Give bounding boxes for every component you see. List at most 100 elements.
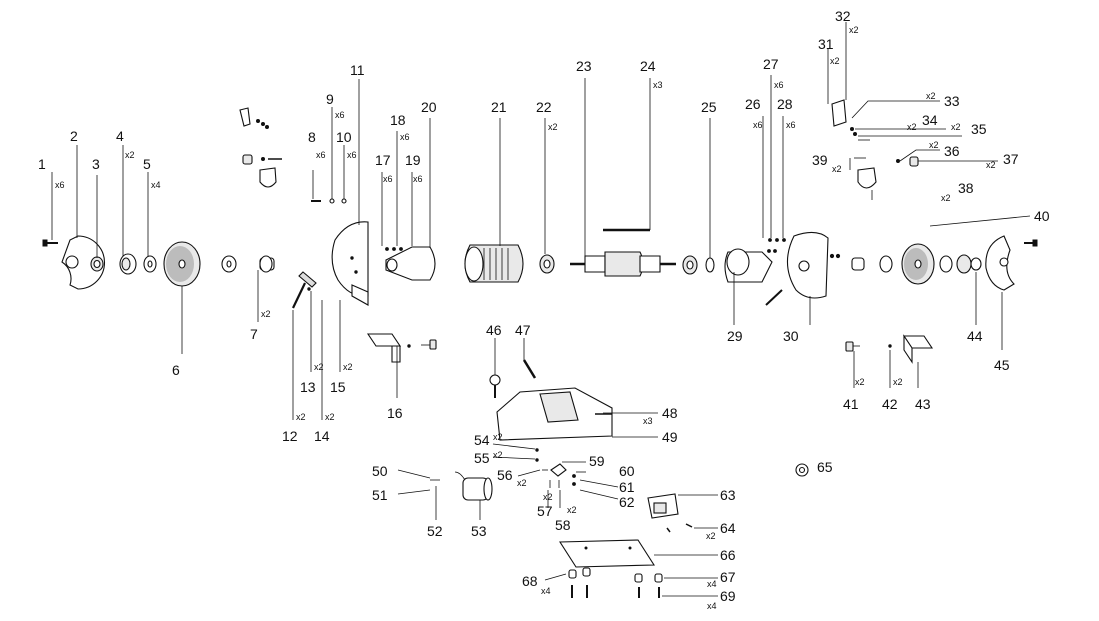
part-29-housing-right <box>724 248 773 283</box>
qty-26: x6 <box>753 120 763 130</box>
qty-56: x2 <box>517 478 527 488</box>
part-11-end-cover <box>331 221 369 306</box>
qty-19: x6 <box>413 174 423 184</box>
qty-54: x2 <box>493 432 503 442</box>
part-41-43-tool-rest <box>845 334 934 364</box>
label-17: 17 <box>375 152 391 168</box>
qty-22: x2 <box>548 122 558 132</box>
qty-28: x6 <box>786 120 796 130</box>
label-13: 13 <box>300 379 316 395</box>
part-66-base-plate <box>559 539 655 568</box>
label-26: 26 <box>745 96 761 112</box>
qty-31: x2 <box>830 56 840 66</box>
label-25: 25 <box>701 99 717 115</box>
part-50-53-capacitor <box>430 471 493 501</box>
label-7: 7 <box>250 326 258 342</box>
label-16: 16 <box>387 405 403 421</box>
qty-18: x6 <box>400 132 410 142</box>
qty-27: x6 <box>774 80 784 90</box>
part-2-guard-cover <box>61 235 106 290</box>
part-bearing-right <box>682 255 698 275</box>
label-6: 6 <box>172 362 180 378</box>
label-67: 67 <box>720 569 736 585</box>
label-28: 28 <box>777 96 793 112</box>
part-drawings <box>42 99 1038 598</box>
label-65: 65 <box>817 459 833 475</box>
label-47: 47 <box>515 322 531 338</box>
qty-9: x6 <box>335 110 345 120</box>
label-30: 30 <box>783 328 799 344</box>
part-3-nut <box>90 256 104 272</box>
qty-39: x2 <box>832 164 842 174</box>
label-61: 61 <box>619 479 635 495</box>
label-51: 51 <box>372 487 388 503</box>
part-number-labels: 1 2 3 4 5 6 7 8 9 10 11 12 13 14 15 16 1… <box>38 8 1050 604</box>
qty-12: x2 <box>296 412 306 422</box>
part-23-rotor-shaft <box>570 251 676 277</box>
label-4: 4 <box>116 128 124 144</box>
part-1-screw <box>42 239 58 247</box>
qty-17: x6 <box>383 174 393 184</box>
label-58: 58 <box>555 517 571 533</box>
qty-58: x2 <box>567 505 577 515</box>
label-31: 31 <box>818 36 834 52</box>
label-37: 37 <box>1003 151 1019 167</box>
part-40-grinding-wheel <box>901 243 935 285</box>
qty-10: x6 <box>347 150 357 160</box>
label-14: 14 <box>314 428 330 444</box>
part-22-bearing <box>539 254 555 274</box>
part-65-grommet <box>795 463 809 477</box>
qty-8: x6 <box>316 150 326 160</box>
part-25-circlip <box>705 257 715 273</box>
qty-35: x2 <box>951 122 961 132</box>
label-20: 20 <box>421 99 437 115</box>
label-38: 38 <box>958 180 974 196</box>
label-18: 18 <box>390 112 406 128</box>
label-10: 10 <box>336 129 352 145</box>
label-63: 63 <box>720 487 736 503</box>
part-16-tool-rest <box>366 333 437 363</box>
part-49-base <box>496 387 613 441</box>
label-36: 36 <box>944 143 960 159</box>
label-52: 52 <box>427 523 443 539</box>
qty-68: x4 <box>541 586 551 596</box>
label-29: 29 <box>727 328 743 344</box>
label-40: 40 <box>1034 208 1050 224</box>
part-44-flange <box>939 254 982 274</box>
qty-7: x2 <box>261 309 271 319</box>
label-33: 33 <box>944 93 960 109</box>
label-64: 64 <box>720 520 736 536</box>
label-55: 55 <box>474 450 490 466</box>
part-31-39-accessories <box>831 99 919 189</box>
label-42: 42 <box>882 396 898 412</box>
label-68: 68 <box>522 573 538 589</box>
label-59: 59 <box>589 453 605 469</box>
part-21-stator <box>464 244 524 283</box>
label-50: 50 <box>372 463 388 479</box>
qty-55: x2 <box>493 450 503 460</box>
part-right-shaft-parts <box>829 253 893 273</box>
part-5-washer <box>143 255 157 273</box>
label-22: 22 <box>536 99 552 115</box>
part-12-15-spring <box>292 271 317 309</box>
qty-48: x3 <box>643 416 653 426</box>
qty-14: x2 <box>325 412 335 422</box>
label-46: 46 <box>486 322 502 338</box>
label-5: 5 <box>143 156 151 172</box>
label-53: 53 <box>471 523 487 539</box>
label-66: 66 <box>720 547 736 563</box>
part-17-19-screws <box>385 247 403 251</box>
label-19: 19 <box>405 152 421 168</box>
label-35: 35 <box>971 121 987 137</box>
label-27: 27 <box>763 56 779 72</box>
part-8-10-screws <box>311 198 347 204</box>
part-detail-bracket-top-left <box>239 107 282 188</box>
part-4-flange <box>119 253 137 275</box>
qty-37: x2 <box>986 160 996 170</box>
quantity-labels: x6 x2 x4 x2 x6 x6 x6 x2 x2 x2 x2 x6 x6 x… <box>55 25 996 611</box>
label-45: 45 <box>994 357 1010 373</box>
qty-67: x4 <box>707 579 717 589</box>
label-11: 11 <box>350 62 365 78</box>
